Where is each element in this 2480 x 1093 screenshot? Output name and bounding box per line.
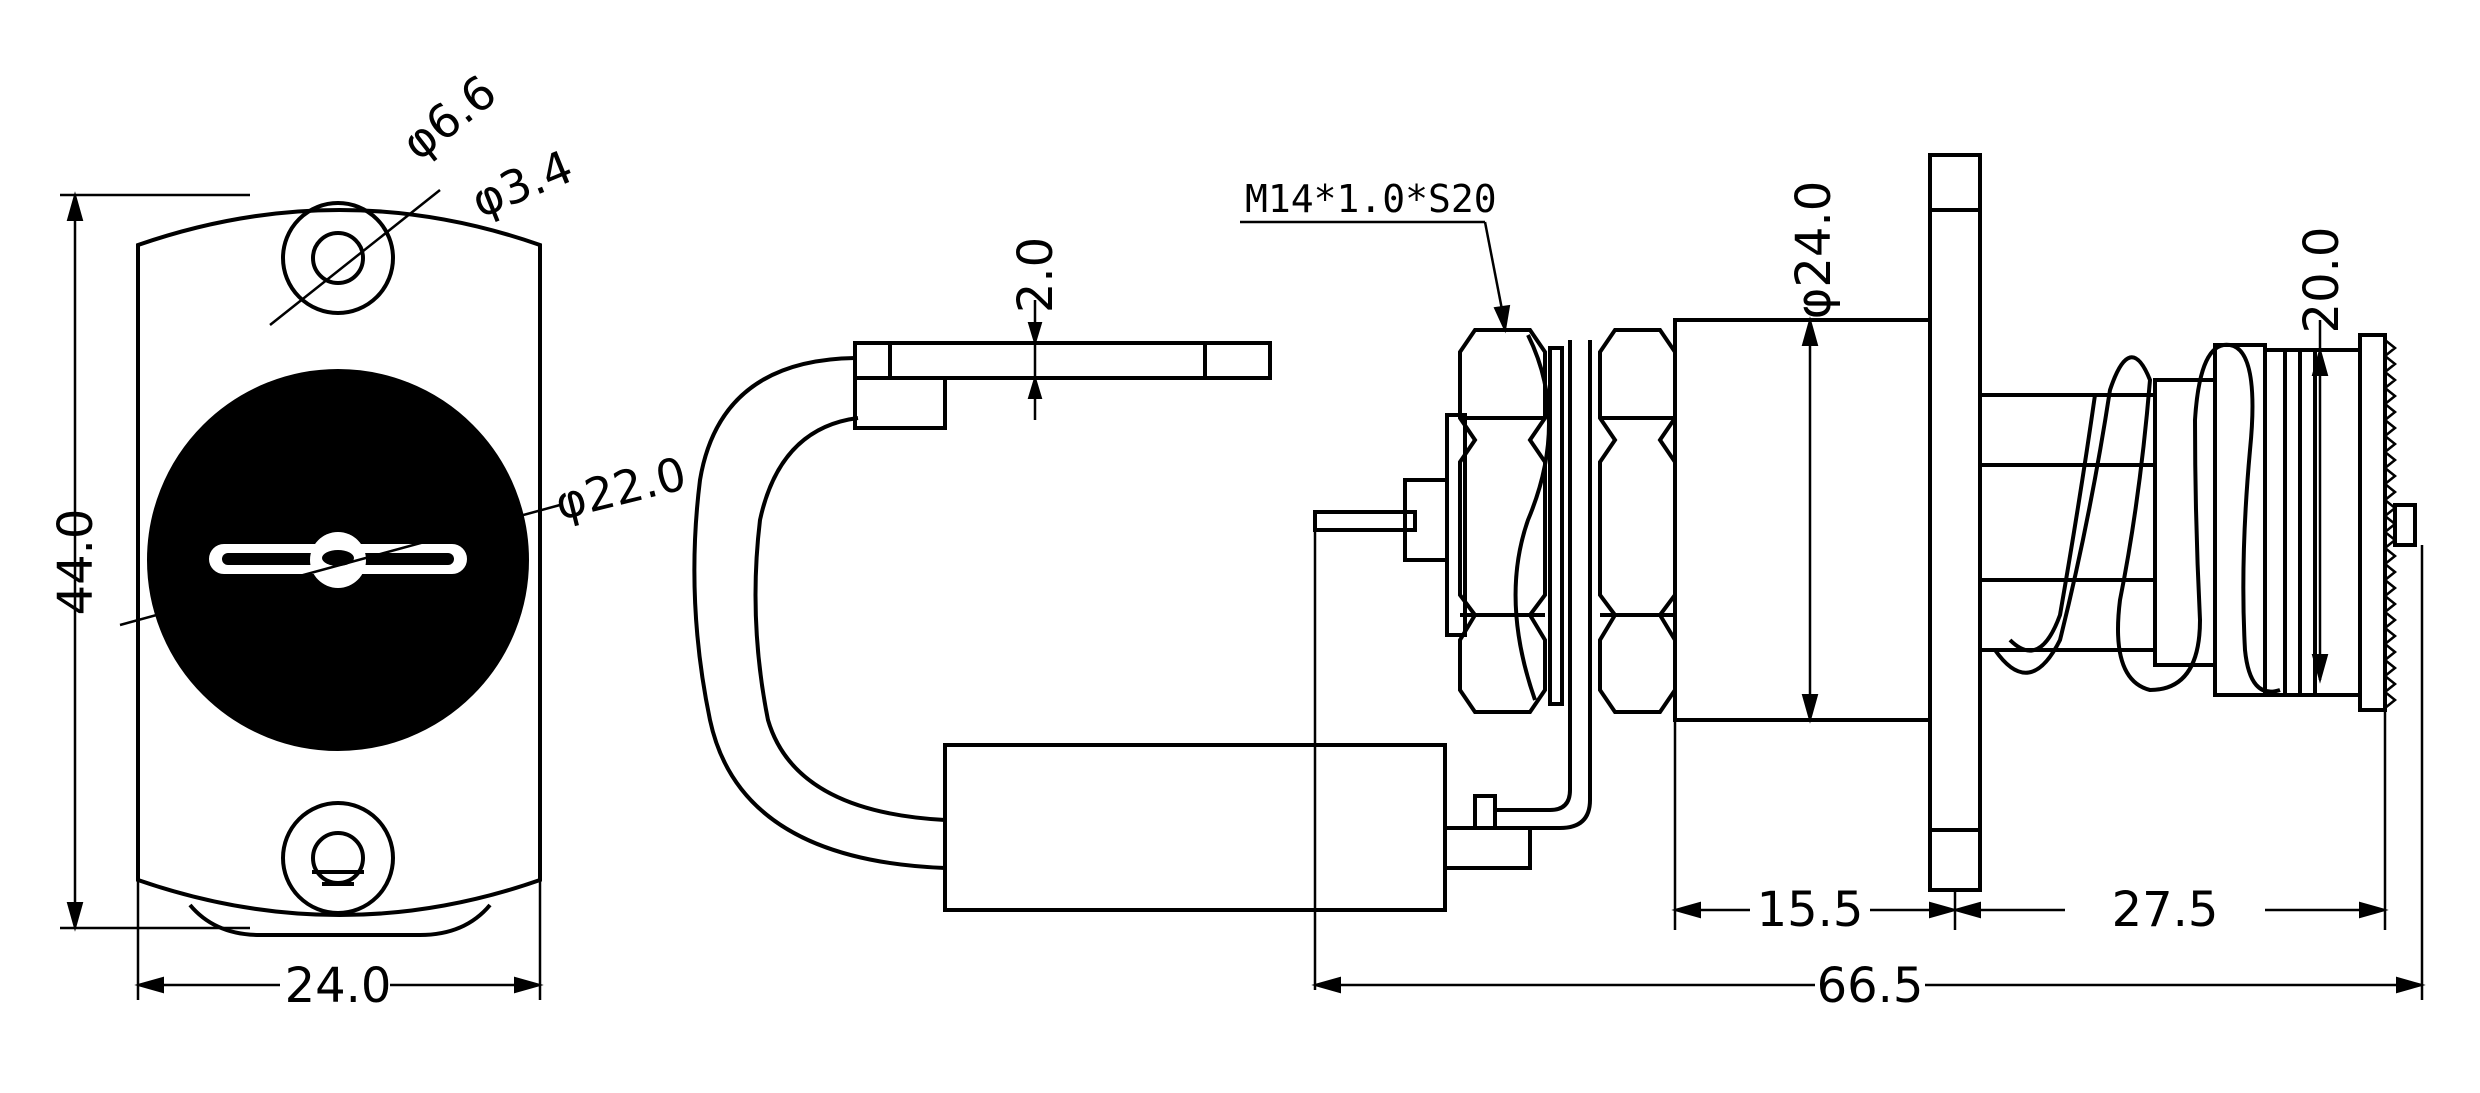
thread-leader-arrow <box>1493 304 1511 334</box>
wire-lead-outer <box>1495 340 1572 812</box>
plunger-length-label: 27.5 <box>2112 882 2219 938</box>
thread-spec-label: M14*1.0*S20 <box>1245 177 1497 221</box>
body-dia-arrow-bottom <box>1801 694 1819 724</box>
plunger-head-1 <box>2213 343 2267 697</box>
body-length-arrow-left <box>1671 901 1701 919</box>
front-plate-rear-shoulder <box>188 903 492 937</box>
plunger-length-label-bg <box>2065 885 2265 933</box>
knurled-cap <box>2358 333 2387 712</box>
total-length-label: 66.5 <box>1817 958 1924 1014</box>
main-body <box>1673 318 1932 722</box>
top-hole-inner <box>311 231 365 285</box>
total-length-arrow-right <box>2396 976 2426 994</box>
body-length-arrow-right <box>1929 901 1959 919</box>
stub-collar <box>1403 478 1449 562</box>
plunger-dia-arrow-top <box>2311 346 2329 376</box>
width-arrow-left <box>134 976 164 994</box>
shaft-stub <box>1313 510 1417 532</box>
hole-leader-line <box>269 189 441 326</box>
lower-housing-tab <box>1443 826 1532 870</box>
plunger-dia-arrow-bottom <box>2311 654 2329 684</box>
side-view: 2.0 M14*1.0*S20 φ24.0 20.0 15.5 27.5 <box>692 153 2426 1014</box>
mounting-flange <box>1928 153 1982 892</box>
width-dim-label: 24.0 <box>285 958 392 1014</box>
wire-lead-inner <box>1495 340 1592 830</box>
nut-rear <box>1598 328 1677 714</box>
front-view: 44.0 24.0 φ6.6 φ3.4 φ22.0 <box>48 64 691 1014</box>
width-label-bg <box>280 960 390 1006</box>
nut-front <box>1458 328 1547 714</box>
width-arrow-right <box>514 976 544 994</box>
height-arrow-bottom <box>66 902 84 932</box>
coil-spring <box>1993 342 2281 694</box>
bottom-hole-inner <box>311 831 365 885</box>
bottom-hole-detail <box>312 870 364 886</box>
bracket-thickness-arrow-top <box>1027 322 1043 347</box>
bracket-thickness-arrow-bottom <box>1027 374 1043 399</box>
total-length-label-bg <box>1815 960 1925 1008</box>
hole-inner-dia-label: φ3.4 <box>464 139 580 228</box>
hole-outer-dia-label: φ6.6 <box>392 64 507 170</box>
cap-pin <box>2393 503 2417 547</box>
height-arrow-top <box>66 191 84 221</box>
cable-loop-inner <box>753 416 946 822</box>
coil-spring-inner <box>2008 394 2097 653</box>
cable-loop-outer <box>692 356 946 870</box>
connector-pin <box>1473 794 1497 830</box>
total-length-arrow-left <box>1311 976 1341 994</box>
bracket-thickness-label: 2.0 <box>1008 237 1064 313</box>
bracket-top-plate <box>853 341 1272 380</box>
body-dia-arrow-top <box>1801 316 1819 346</box>
keyway-center-inner <box>322 550 354 566</box>
lower-housing <box>943 743 1447 912</box>
bracket-top-tab <box>853 376 947 430</box>
washer-ring <box>1548 346 1564 706</box>
top-hole-outer <box>281 201 395 315</box>
plunger-length-arrow-right <box>2359 901 2389 919</box>
lock-spring-curve <box>1513 334 1551 701</box>
height-dim-label: 44.0 <box>48 509 104 616</box>
bottom-hole-outer <box>281 801 395 915</box>
body-dia-label: φ24.0 <box>1786 181 1842 320</box>
body-length-label-bg <box>1750 885 1870 933</box>
plunger-length-arrow-left <box>1951 901 1981 919</box>
face-dia-label: φ22.0 <box>550 446 692 531</box>
face-leader-line <box>119 503 561 627</box>
plunger-head-2 <box>2263 348 2362 697</box>
plunger-collar <box>2153 378 2217 667</box>
plunger-dia-label: 20.0 <box>2294 227 2350 334</box>
stub-washer <box>1445 413 1467 637</box>
body-length-label: 15.5 <box>1757 882 1864 938</box>
